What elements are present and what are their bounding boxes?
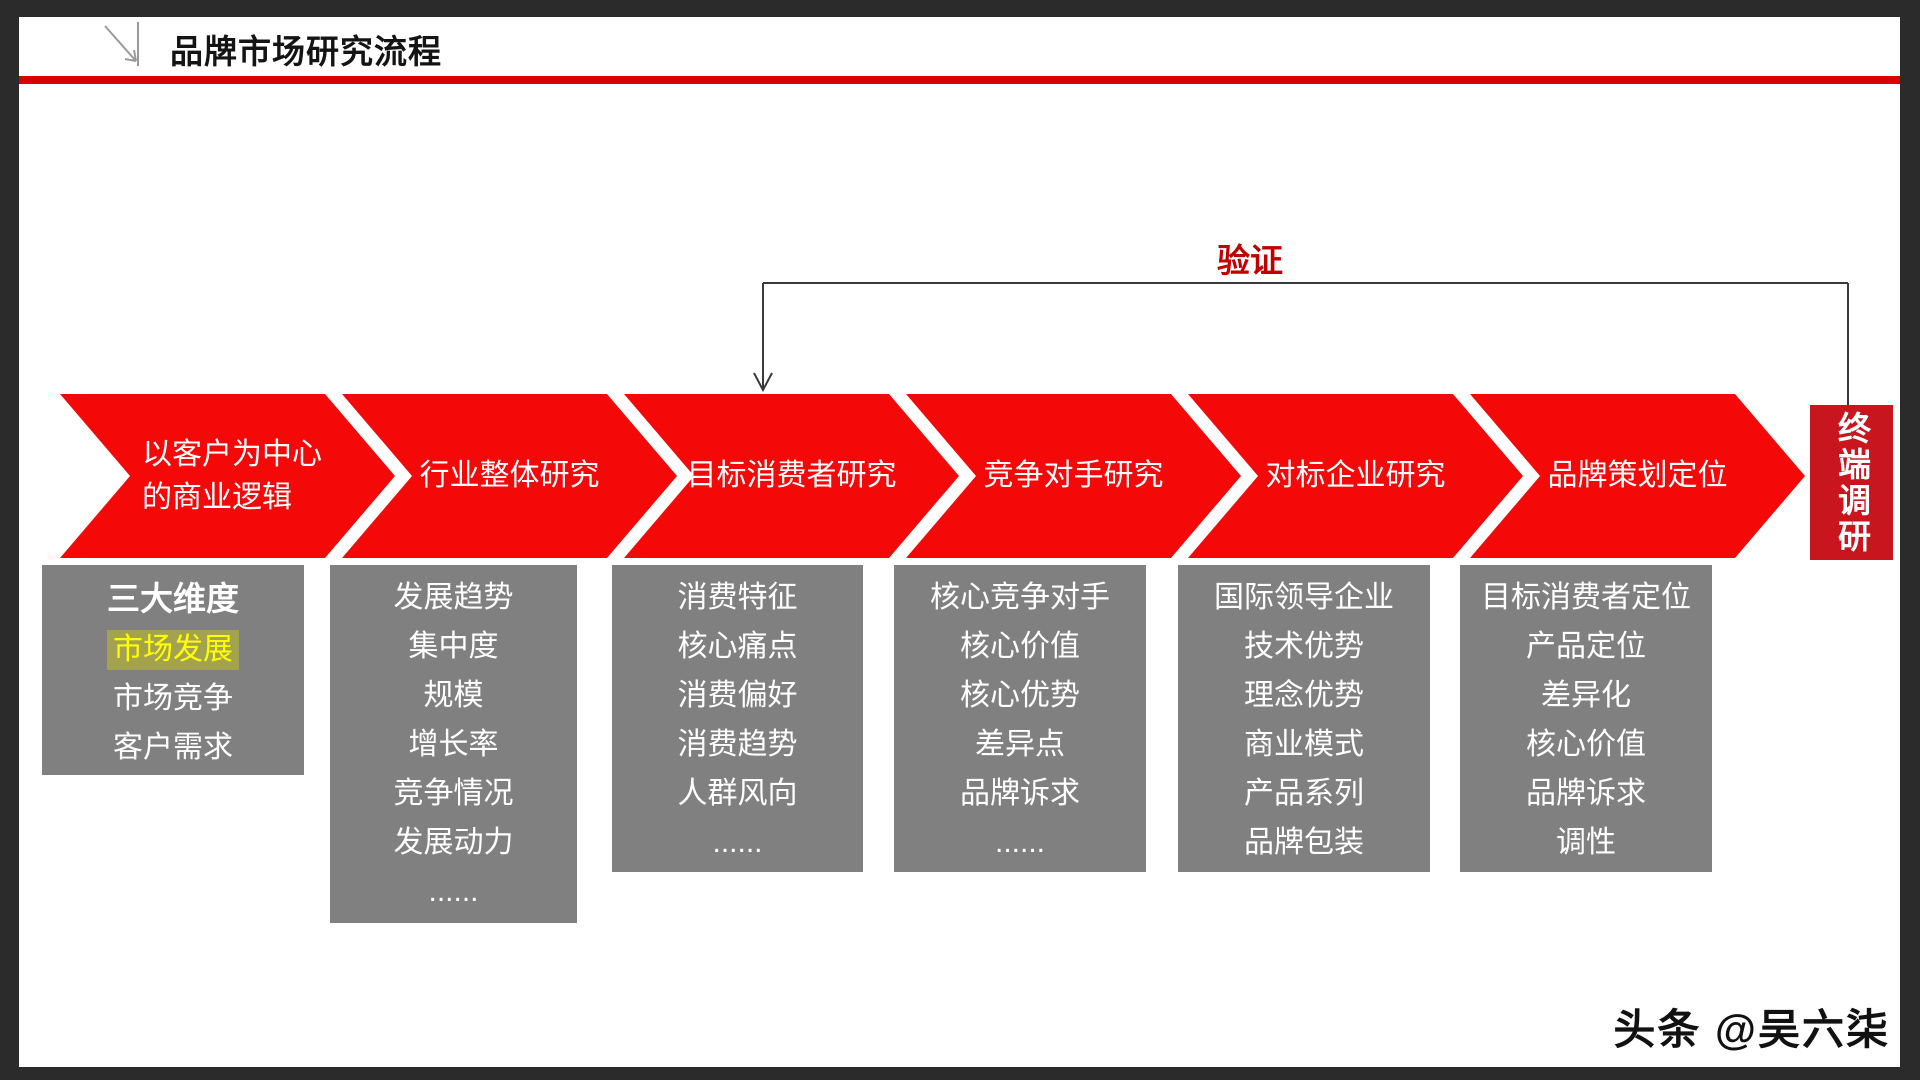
list-item: ......	[712, 826, 763, 859]
detail-box-competitor: 核心竞争对手 核心价值 核心优势 差异点 品牌诉求 ......	[894, 565, 1146, 872]
diagonal-arrow-icon	[104, 22, 139, 66]
page-title: 品牌市场研究流程	[170, 33, 442, 70]
list-item: 增长率	[408, 728, 499, 761]
list-item: 目标消费者定位	[1481, 581, 1691, 614]
highlighted-item: 市场发展	[107, 630, 239, 670]
list-item: 发展趋势	[393, 581, 514, 614]
list-item: 差异点	[975, 728, 1065, 761]
detail-box-positioning: 目标消费者定位 产品定位 差异化 核心价值 品牌诉求 调性	[1460, 565, 1712, 872]
list-item: 差异化	[1541, 679, 1631, 712]
list-item: ......	[428, 875, 479, 908]
list-item: 市场竞争	[113, 682, 233, 715]
chevron-customer-centric-logic: 以客户为中心的商业逻辑	[60, 394, 395, 558]
list-item: 发展动力	[393, 826, 514, 859]
list-item: 客户需求	[113, 731, 233, 764]
list-item: 规模	[423, 679, 484, 712]
watermark: 头条 @吴六柒	[1613, 1006, 1890, 1053]
list-item: 核心优势	[960, 679, 1080, 712]
list-item: 核心竞争对手	[930, 581, 1110, 614]
verify-label: 验证	[1217, 242, 1283, 279]
list-item: 产品定位	[1526, 630, 1646, 663]
list-item: 消费特征	[677, 581, 798, 614]
list-item: 品牌诉求	[960, 777, 1080, 810]
list-item: 理念优势	[1244, 679, 1364, 712]
list-item: 调性	[1556, 826, 1616, 859]
list-item: 国际领导企业	[1214, 581, 1394, 614]
list-item: 集中度	[408, 630, 499, 663]
list-item: ......	[994, 826, 1045, 859]
list-item: 产品系列	[1244, 777, 1364, 810]
list-item: 消费趋势	[677, 728, 798, 761]
chevron-target-consumer-research: 目标消费者研究	[624, 394, 959, 558]
list-item: 市场发展	[42, 625, 304, 674]
column-heading: 三大维度	[107, 580, 239, 617]
list-item: 消费偏好	[677, 679, 798, 712]
list-item: 核心痛点	[677, 630, 798, 663]
detail-box-consumer: 消费特征 核心痛点 消费偏好 消费趋势 人群风向 ......	[612, 565, 863, 872]
detail-box-benchmark: 国际领导企业 技术优势 理念优势 商业模式 产品系列 品牌包装	[1178, 565, 1430, 872]
chevron-label: 以客户为中心的商业逻辑	[142, 437, 322, 515]
list-item: 品牌诉求	[1526, 777, 1646, 810]
list-item: 核心价值	[960, 630, 1080, 663]
list-item: 品牌包装	[1244, 826, 1364, 859]
list-item: 核心价值	[1526, 728, 1646, 761]
chevron-label: 品牌策划定位	[1547, 459, 1728, 493]
list-item: 商业模式	[1244, 728, 1364, 761]
chevron-label: 行业整体研究	[419, 459, 600, 493]
chevron-label: 竞争对手研究	[983, 459, 1164, 493]
title-divider	[19, 76, 1900, 84]
list-item: 技术优势	[1244, 630, 1364, 663]
list-item: 人群风向	[677, 777, 798, 810]
chevron-label: 对标企业研究	[1265, 459, 1446, 493]
detail-box-industry: 发展趋势 集中度 规模 增长率 竞争情况 发展动力 ......	[330, 565, 577, 923]
terminal-research-box: 终端调研	[1810, 405, 1893, 560]
chevron-label: 目标消费者研究	[686, 459, 897, 493]
detail-box-dimensions: 三大维度 市场发展 市场竞争 客户需求	[42, 565, 304, 775]
list-item: 竞争情况	[393, 777, 514, 810]
